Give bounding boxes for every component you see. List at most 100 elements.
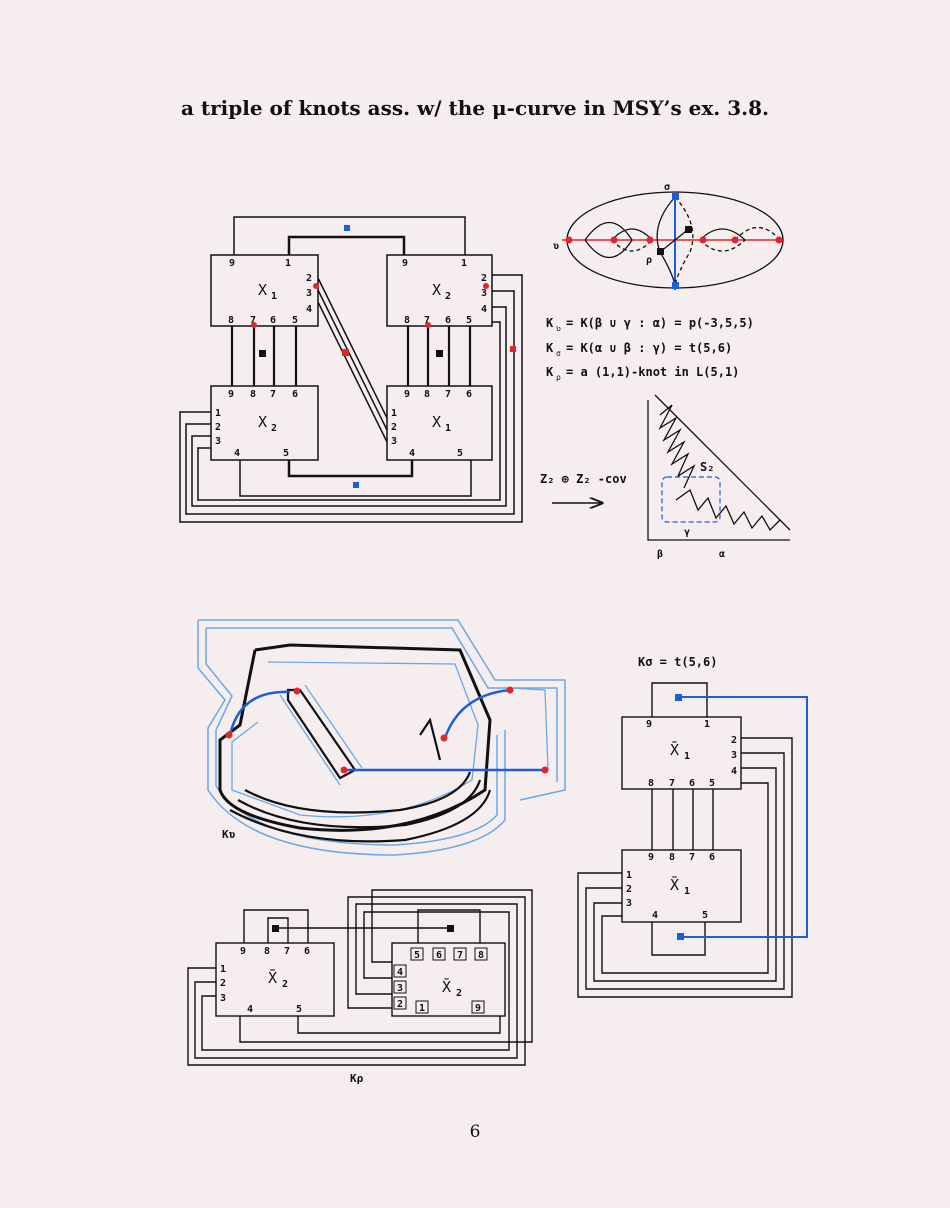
port-label: 2 xyxy=(481,273,487,284)
top-knot-diagram xyxy=(179,216,523,523)
port-label: 3 xyxy=(731,750,737,761)
k-sigma-box-bottom xyxy=(621,849,742,923)
upsilon-label: ʋ xyxy=(553,241,559,252)
cover-label: Z₂ ⊕ Z₂ -cov xyxy=(540,472,627,486)
port-label: 1 xyxy=(419,1003,425,1014)
port-label: 4 xyxy=(409,448,415,459)
knot-equations: K ʋ = K(β ∪ γ : α) = p(-3,5,5) K σ = K(α… xyxy=(546,316,754,382)
port-label: 3 xyxy=(481,288,487,299)
port-label: 4 xyxy=(731,766,737,777)
eq-k-sigma-lhs: K xyxy=(546,341,554,355)
port-label: 1 xyxy=(461,258,467,269)
port-label: 6 xyxy=(689,778,695,789)
beta-label: β xyxy=(657,549,663,560)
port-label: 6 xyxy=(709,852,715,863)
port-label: 2 xyxy=(397,999,403,1010)
eq-k-rho-sub: ρ xyxy=(556,373,561,382)
port-label: 7 xyxy=(424,315,430,326)
port-label: 6 xyxy=(436,950,442,961)
port-label: 1 xyxy=(285,258,291,269)
port-label: 5 xyxy=(296,1004,302,1015)
port-label: 5 xyxy=(709,778,715,789)
k-sigma-marker-bottom xyxy=(677,933,684,940)
k-sigma-top-sub: 1 xyxy=(684,751,690,762)
k-rho-box-labels: X̄ 2 9 8 7 6 1 2 3 4 5 X̄ 2 5 6 7 8 4 3 … xyxy=(220,946,488,1015)
k-rho-left-name: X̄ xyxy=(268,968,277,987)
k-rho-left-sub: 2 xyxy=(282,979,288,990)
port-label: 7 xyxy=(270,389,276,400)
port-label: 8 xyxy=(669,852,675,863)
port-label: 4 xyxy=(306,304,312,315)
port-label: 8 xyxy=(648,778,654,789)
port-label: 8 xyxy=(404,315,410,326)
port-label: 3 xyxy=(397,983,403,994)
port-label: 8 xyxy=(478,950,484,961)
port-label: 4 xyxy=(247,1004,253,1015)
box-x2-bottom-sub: 2 xyxy=(271,423,277,434)
eq-k-sigma-sub: σ xyxy=(556,349,561,358)
quotient-triangle xyxy=(647,394,791,541)
alpha-label: α xyxy=(719,549,725,560)
page-title: a triple of knots ass. w/ the μ-curve in… xyxy=(180,96,769,120)
k-rho-box-right xyxy=(391,942,506,1017)
port-label: 5 xyxy=(292,315,298,326)
port-label: 2 xyxy=(626,884,632,895)
port-label: 9 xyxy=(229,258,235,269)
eq-k-sigma-rhs: = K(α ∪ β : γ) = t(5,6) xyxy=(566,341,732,355)
k-sigma-bottom-sub: 1 xyxy=(684,886,690,897)
port-label: 4 xyxy=(234,448,240,459)
port-label: 3 xyxy=(626,898,632,909)
port-label: 4 xyxy=(397,967,403,978)
port-label: 1 xyxy=(215,408,221,419)
k-rho-diagram xyxy=(187,889,533,1066)
k-rho-marker-left xyxy=(272,925,279,932)
top-box-labels: X 1 9 1 2 3 4 8 7 6 5 X 2 9 1 2 3 4 8 7 … xyxy=(215,258,487,459)
port-label: 9 xyxy=(402,258,408,269)
port-label: 4 xyxy=(652,910,658,921)
port-label: 8 xyxy=(250,389,256,400)
box-x1-bottom-name: X xyxy=(432,413,441,431)
port-label: 8 xyxy=(228,315,234,326)
port-label: 2 xyxy=(215,422,221,433)
box-x1-bottom-sub: 1 xyxy=(445,423,451,434)
box-x1-top-sub: 1 xyxy=(271,291,277,302)
port-label: 8 xyxy=(264,946,270,957)
port-label: 1 xyxy=(626,870,632,881)
port-label: 9 xyxy=(475,1003,481,1014)
port-label: 9 xyxy=(646,719,652,730)
k-sigma-top-name: X̄ xyxy=(670,740,679,759)
eq-k-rho-lhs: K xyxy=(546,365,554,379)
k-sigma-box-labels: X̄ 1 9 1 2 3 4 8 7 6 5 X̄ 1 9 8 7 6 1 2 … xyxy=(626,719,737,921)
k-upsilon-markers xyxy=(225,686,549,774)
port-label: 3 xyxy=(215,436,221,447)
k-upsilon-label: Kʋ xyxy=(222,828,236,841)
k-rho-right-sub: 2 xyxy=(456,988,462,999)
k-sigma-box-top xyxy=(621,716,742,790)
port-label: 2 xyxy=(220,978,226,989)
box-x1-bottom xyxy=(386,385,493,461)
rho-label: ρ xyxy=(646,255,652,266)
port-label: 3 xyxy=(220,993,226,1004)
port-label: 9 xyxy=(240,946,246,957)
eq-k-rho-rhs: = a (1,1)-knot in L(5,1) xyxy=(566,365,739,379)
port-label: 7 xyxy=(669,778,675,789)
port-label: 3 xyxy=(306,288,312,299)
k-sigma-label: Kσ = t(5,6) xyxy=(638,655,717,669)
ellipse-markers xyxy=(565,193,783,289)
port-label: 9 xyxy=(228,389,234,400)
eq-k-upsilon-lhs: K xyxy=(546,316,554,330)
port-label: 6 xyxy=(292,389,298,400)
gamma-label: γ xyxy=(684,527,690,538)
k-sigma-diagram xyxy=(577,682,808,998)
box-x1-top-name: X xyxy=(258,281,267,299)
port-label: 7 xyxy=(457,950,463,961)
port-label: 5 xyxy=(702,910,708,921)
box-x2-bottom xyxy=(210,385,319,461)
port-label: 6 xyxy=(445,315,451,326)
k-rho-label: Kρ xyxy=(350,1072,364,1085)
page-number: 6 xyxy=(469,1122,481,1142)
port-label: 2 xyxy=(391,422,397,433)
k-upsilon-diagram xyxy=(197,619,566,856)
k-rho-marker-right xyxy=(447,925,454,932)
box-x2-top-name: X xyxy=(432,281,441,299)
